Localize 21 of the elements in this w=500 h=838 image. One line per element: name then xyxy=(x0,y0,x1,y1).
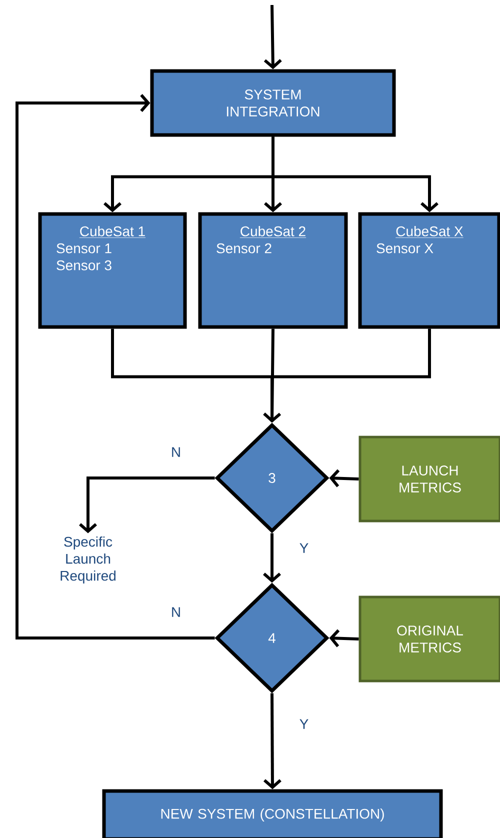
arrow xyxy=(329,469,359,488)
edge-label: Y xyxy=(298,542,310,554)
input-box: LAUNCH METRICS xyxy=(358,436,500,522)
process-box: CubeSat 1 Sensor 1 Sensor 3 xyxy=(38,212,187,329)
arrow xyxy=(329,629,359,648)
edge-label: N xyxy=(170,446,182,458)
edge-label: N xyxy=(170,606,182,618)
arrow xyxy=(111,327,431,424)
outcome-text: Specific Launch Required xyxy=(60,536,116,584)
arrow xyxy=(263,693,282,790)
arrow xyxy=(16,94,215,640)
input-box: ORIGINAL METRICS xyxy=(358,596,500,682)
process-box: CubeSat X Sensor X xyxy=(358,212,500,329)
arrow xyxy=(272,136,438,212)
process-box: CubeSat 2 Sensor 2 xyxy=(198,212,348,329)
arrow xyxy=(263,533,281,583)
process-box: NEW SYSTEM (CONSTELLATION) xyxy=(102,789,443,838)
process-box: SYSTEM INTEGRATION xyxy=(150,69,396,137)
arrow xyxy=(79,476,215,534)
arrow xyxy=(264,4,282,70)
edge-label: Y xyxy=(298,718,310,730)
